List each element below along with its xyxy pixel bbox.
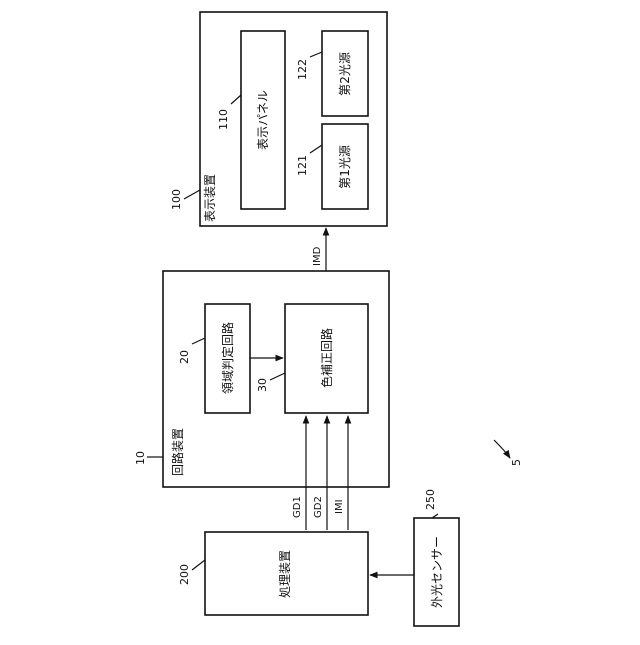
processor-leader (192, 560, 205, 570)
light-source-2-label: 第2光源 (338, 52, 352, 96)
sensor-block: 外光センサー 250 (414, 489, 459, 626)
display-panel-label: 表示パネル (256, 90, 270, 150)
light-source-1-ref: 121 (296, 155, 309, 176)
light-source-2-ref: 122 (296, 59, 309, 80)
circuit-device-ref: 10 (134, 451, 147, 465)
sensor-ref: 250 (424, 489, 437, 510)
area-judge-label: 領域判定回路 (220, 322, 235, 394)
display-panel-ref: 110 (217, 109, 230, 130)
display-device-ref: 100 (170, 189, 183, 210)
gd2-signal-label: GD2 (313, 496, 324, 518)
color-correct-label: 色補正回路 (319, 328, 334, 388)
area-judge-ref: 20 (178, 350, 191, 364)
imd-signal-label: IMD (312, 246, 323, 266)
processor-block: 処理装置 200 (178, 532, 368, 615)
circuit-device-label: 回路装置 (170, 428, 185, 476)
processor-ref: 200 (178, 564, 191, 585)
processor-label: 処理装置 (278, 550, 292, 598)
light-source-1-label: 第1光源 (338, 145, 352, 189)
figure-ref-group: 5 (494, 440, 523, 466)
figure-ref: 5 (510, 459, 523, 466)
color-correct-ref: 30 (256, 378, 269, 392)
gd1-signal-label: GD1 (292, 496, 303, 518)
display-device-label: 表示装置 (203, 174, 217, 222)
sensor-label: 外光センサー (430, 536, 444, 608)
display-device-leader (184, 190, 200, 199)
figure-ref-leader (494, 440, 510, 458)
imi-signal-label: IMI (334, 499, 345, 514)
